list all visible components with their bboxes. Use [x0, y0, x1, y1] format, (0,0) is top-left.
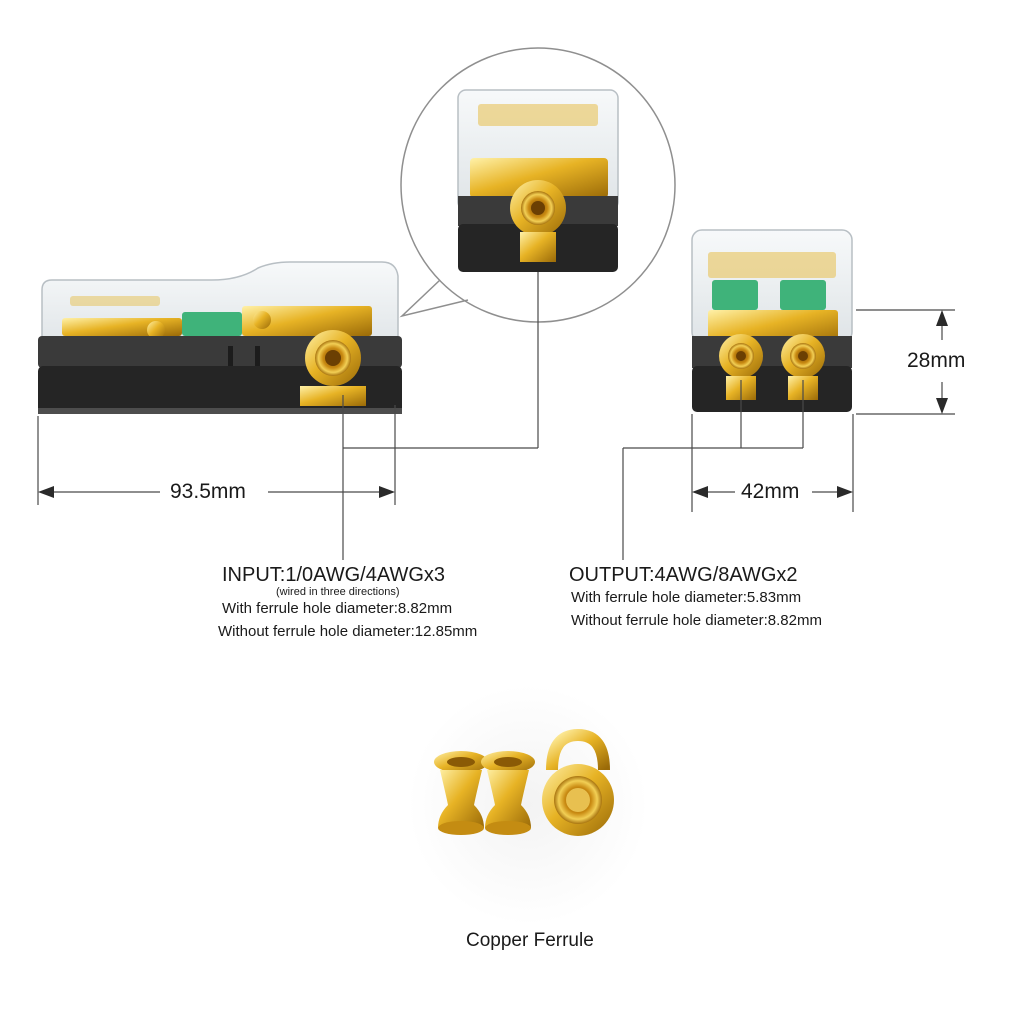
output-without-ferrule: Without ferrule hole diameter:8.82mm [571, 612, 822, 629]
ferrule-small-2 [481, 751, 535, 835]
fuse-green [780, 280, 826, 310]
fuse-green [712, 280, 758, 310]
copper-ferrules [408, 685, 648, 925]
ferrule-large [542, 728, 614, 836]
screw [253, 311, 271, 329]
input-note: (wired in three directions) [276, 586, 400, 598]
screw [147, 321, 165, 339]
output-with-ferrule: With ferrule hole diameter:5.83mm [571, 589, 802, 606]
ferrule-caption: Copper Ferrule [466, 930, 594, 951]
bus-bar [242, 306, 372, 336]
ferrule-small-1 [434, 751, 488, 835]
height-dimension-label: 28mm [907, 349, 966, 372]
input-with-ferrule: With ferrule hole diameter:8.82mm [222, 600, 453, 617]
dimension-arrows [38, 310, 948, 498]
depth-dimension-label: 42mm [741, 480, 800, 503]
zoom-callout [399, 47, 676, 323]
input-title: INPUT:1/0AWG/4AWGx3 [222, 564, 446, 586]
fuse-block-side-view [38, 261, 402, 414]
fuse-block-front-view [691, 229, 853, 412]
fuse-green [182, 312, 242, 336]
width-dimension-label: 93.5mm [170, 480, 246, 503]
output-title: OUTPUT:4AWG/8AWGx2 [569, 564, 798, 586]
input-without-ferrule: Without ferrule hole diameter:12.85mm [218, 623, 478, 640]
